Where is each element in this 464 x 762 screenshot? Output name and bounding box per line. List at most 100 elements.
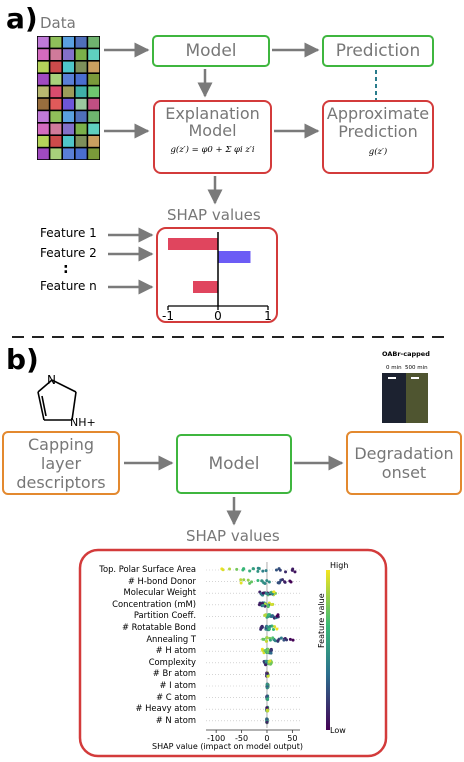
shap-point xyxy=(276,581,280,585)
shap-point xyxy=(266,648,270,652)
grid-cell xyxy=(88,74,100,85)
shap-point xyxy=(246,578,250,582)
grid-cell xyxy=(75,98,87,110)
model-box: Model xyxy=(152,35,270,67)
grid-cell xyxy=(63,49,74,60)
shap-point xyxy=(271,636,275,640)
shap-point xyxy=(261,591,265,595)
shap-point xyxy=(269,648,273,652)
beeswarm-feature-label: Molecular Weight xyxy=(123,587,196,598)
shap-point xyxy=(261,569,265,573)
shap-bar xyxy=(168,238,218,250)
beeswarm-feature-label: Concentration (mM) xyxy=(112,598,196,609)
grid-cell xyxy=(63,36,74,48)
beeswarm-feature-label: # Heavy atom xyxy=(135,703,196,714)
colorbar-label: Feature value xyxy=(317,593,326,648)
shap-point xyxy=(270,592,274,596)
photo-title: OABr-capped xyxy=(382,350,430,358)
grid-cell xyxy=(88,49,100,60)
grid-cell xyxy=(37,86,49,98)
shap-point xyxy=(265,682,269,686)
grid-cell xyxy=(88,61,100,73)
shap-point xyxy=(261,603,265,607)
shap-point xyxy=(266,650,270,654)
prediction-box: Prediction xyxy=(322,35,434,67)
grid-cell xyxy=(63,61,74,73)
grid-cell xyxy=(50,49,62,60)
shap-point xyxy=(228,567,232,571)
shap-point xyxy=(265,717,269,721)
grid-cell xyxy=(50,98,62,110)
grid-cell xyxy=(63,148,74,160)
grid-cell xyxy=(75,49,87,60)
shap-bar xyxy=(218,251,251,263)
shap-point xyxy=(278,568,282,572)
shap-point xyxy=(261,637,265,641)
molecule-label-nh: NH+ xyxy=(70,416,96,429)
beeswarm-feature-label: # Br atom xyxy=(152,668,196,679)
shap-point xyxy=(269,614,273,618)
beeswarm-feature-label: # Rotatable Bond xyxy=(121,622,196,632)
shap-bar xyxy=(193,281,218,293)
shap-point xyxy=(248,569,252,573)
shap-point xyxy=(248,581,252,585)
data-grid xyxy=(37,36,100,160)
panel-b-label: b) xyxy=(6,343,39,376)
shap-point xyxy=(266,592,270,596)
shap-point xyxy=(267,613,271,617)
grid-cell xyxy=(63,98,74,110)
approx-line2: Prediction xyxy=(338,122,418,141)
beeswarm-feature-label: Annealing T xyxy=(146,633,196,644)
grid-cell xyxy=(63,123,74,135)
grid-cell xyxy=(50,148,62,160)
shap-point xyxy=(264,663,268,667)
approx-prediction-box: Approximate Prediction g(z′) xyxy=(322,100,434,174)
grid-cell xyxy=(37,98,49,110)
prediction-label: Prediction xyxy=(335,41,421,61)
x-tick-label: -1 xyxy=(162,309,174,323)
grid-cell xyxy=(37,61,49,73)
shap-point xyxy=(293,570,297,574)
film-photo-initial xyxy=(382,373,406,423)
shap-point xyxy=(268,638,272,642)
grid-cell xyxy=(88,36,100,48)
shap-point xyxy=(265,672,269,676)
shap-point xyxy=(265,636,269,640)
shap-point xyxy=(267,627,271,631)
model-label: Model xyxy=(185,41,237,61)
shap-point xyxy=(265,639,269,643)
shap-point xyxy=(260,579,264,583)
shap-point xyxy=(272,590,276,594)
grid-cell xyxy=(88,123,100,135)
grid-cell xyxy=(75,86,87,98)
grid-cell xyxy=(88,98,100,110)
data-title: Data xyxy=(40,14,76,32)
beeswarm-feature-label: # C atom xyxy=(156,691,196,702)
grid-cell xyxy=(88,86,100,98)
grid-cell xyxy=(50,123,62,135)
grid-cell xyxy=(50,111,62,122)
shap-point xyxy=(291,567,295,571)
beeswarm-box xyxy=(78,548,388,758)
grid-cell xyxy=(75,61,87,73)
shap-point xyxy=(264,569,268,573)
shap-point xyxy=(284,570,288,574)
molecule-label-n: N xyxy=(47,373,56,387)
shap-point xyxy=(266,625,270,629)
grid-cell xyxy=(37,36,49,48)
shap-point xyxy=(239,581,243,585)
grid-cell xyxy=(75,136,87,147)
grid-cell xyxy=(37,49,49,60)
scale-bar-0 xyxy=(388,377,396,379)
beeswarm-feature-label: Partition Coeff. xyxy=(133,610,196,621)
explanation-formula: g(z′) = φ0 + Σ φi z′i xyxy=(170,145,255,155)
grid-cell xyxy=(88,148,100,160)
grid-cell xyxy=(50,136,62,147)
shap-title-a: SHAP values xyxy=(167,206,261,224)
explanation-model-box: Explanation Model g(z′) = φ0 + Σ φi z′i xyxy=(153,100,272,174)
grid-cell xyxy=(75,123,87,135)
shap-point xyxy=(265,709,269,713)
shap-point xyxy=(273,625,277,629)
shap-point xyxy=(265,579,269,583)
